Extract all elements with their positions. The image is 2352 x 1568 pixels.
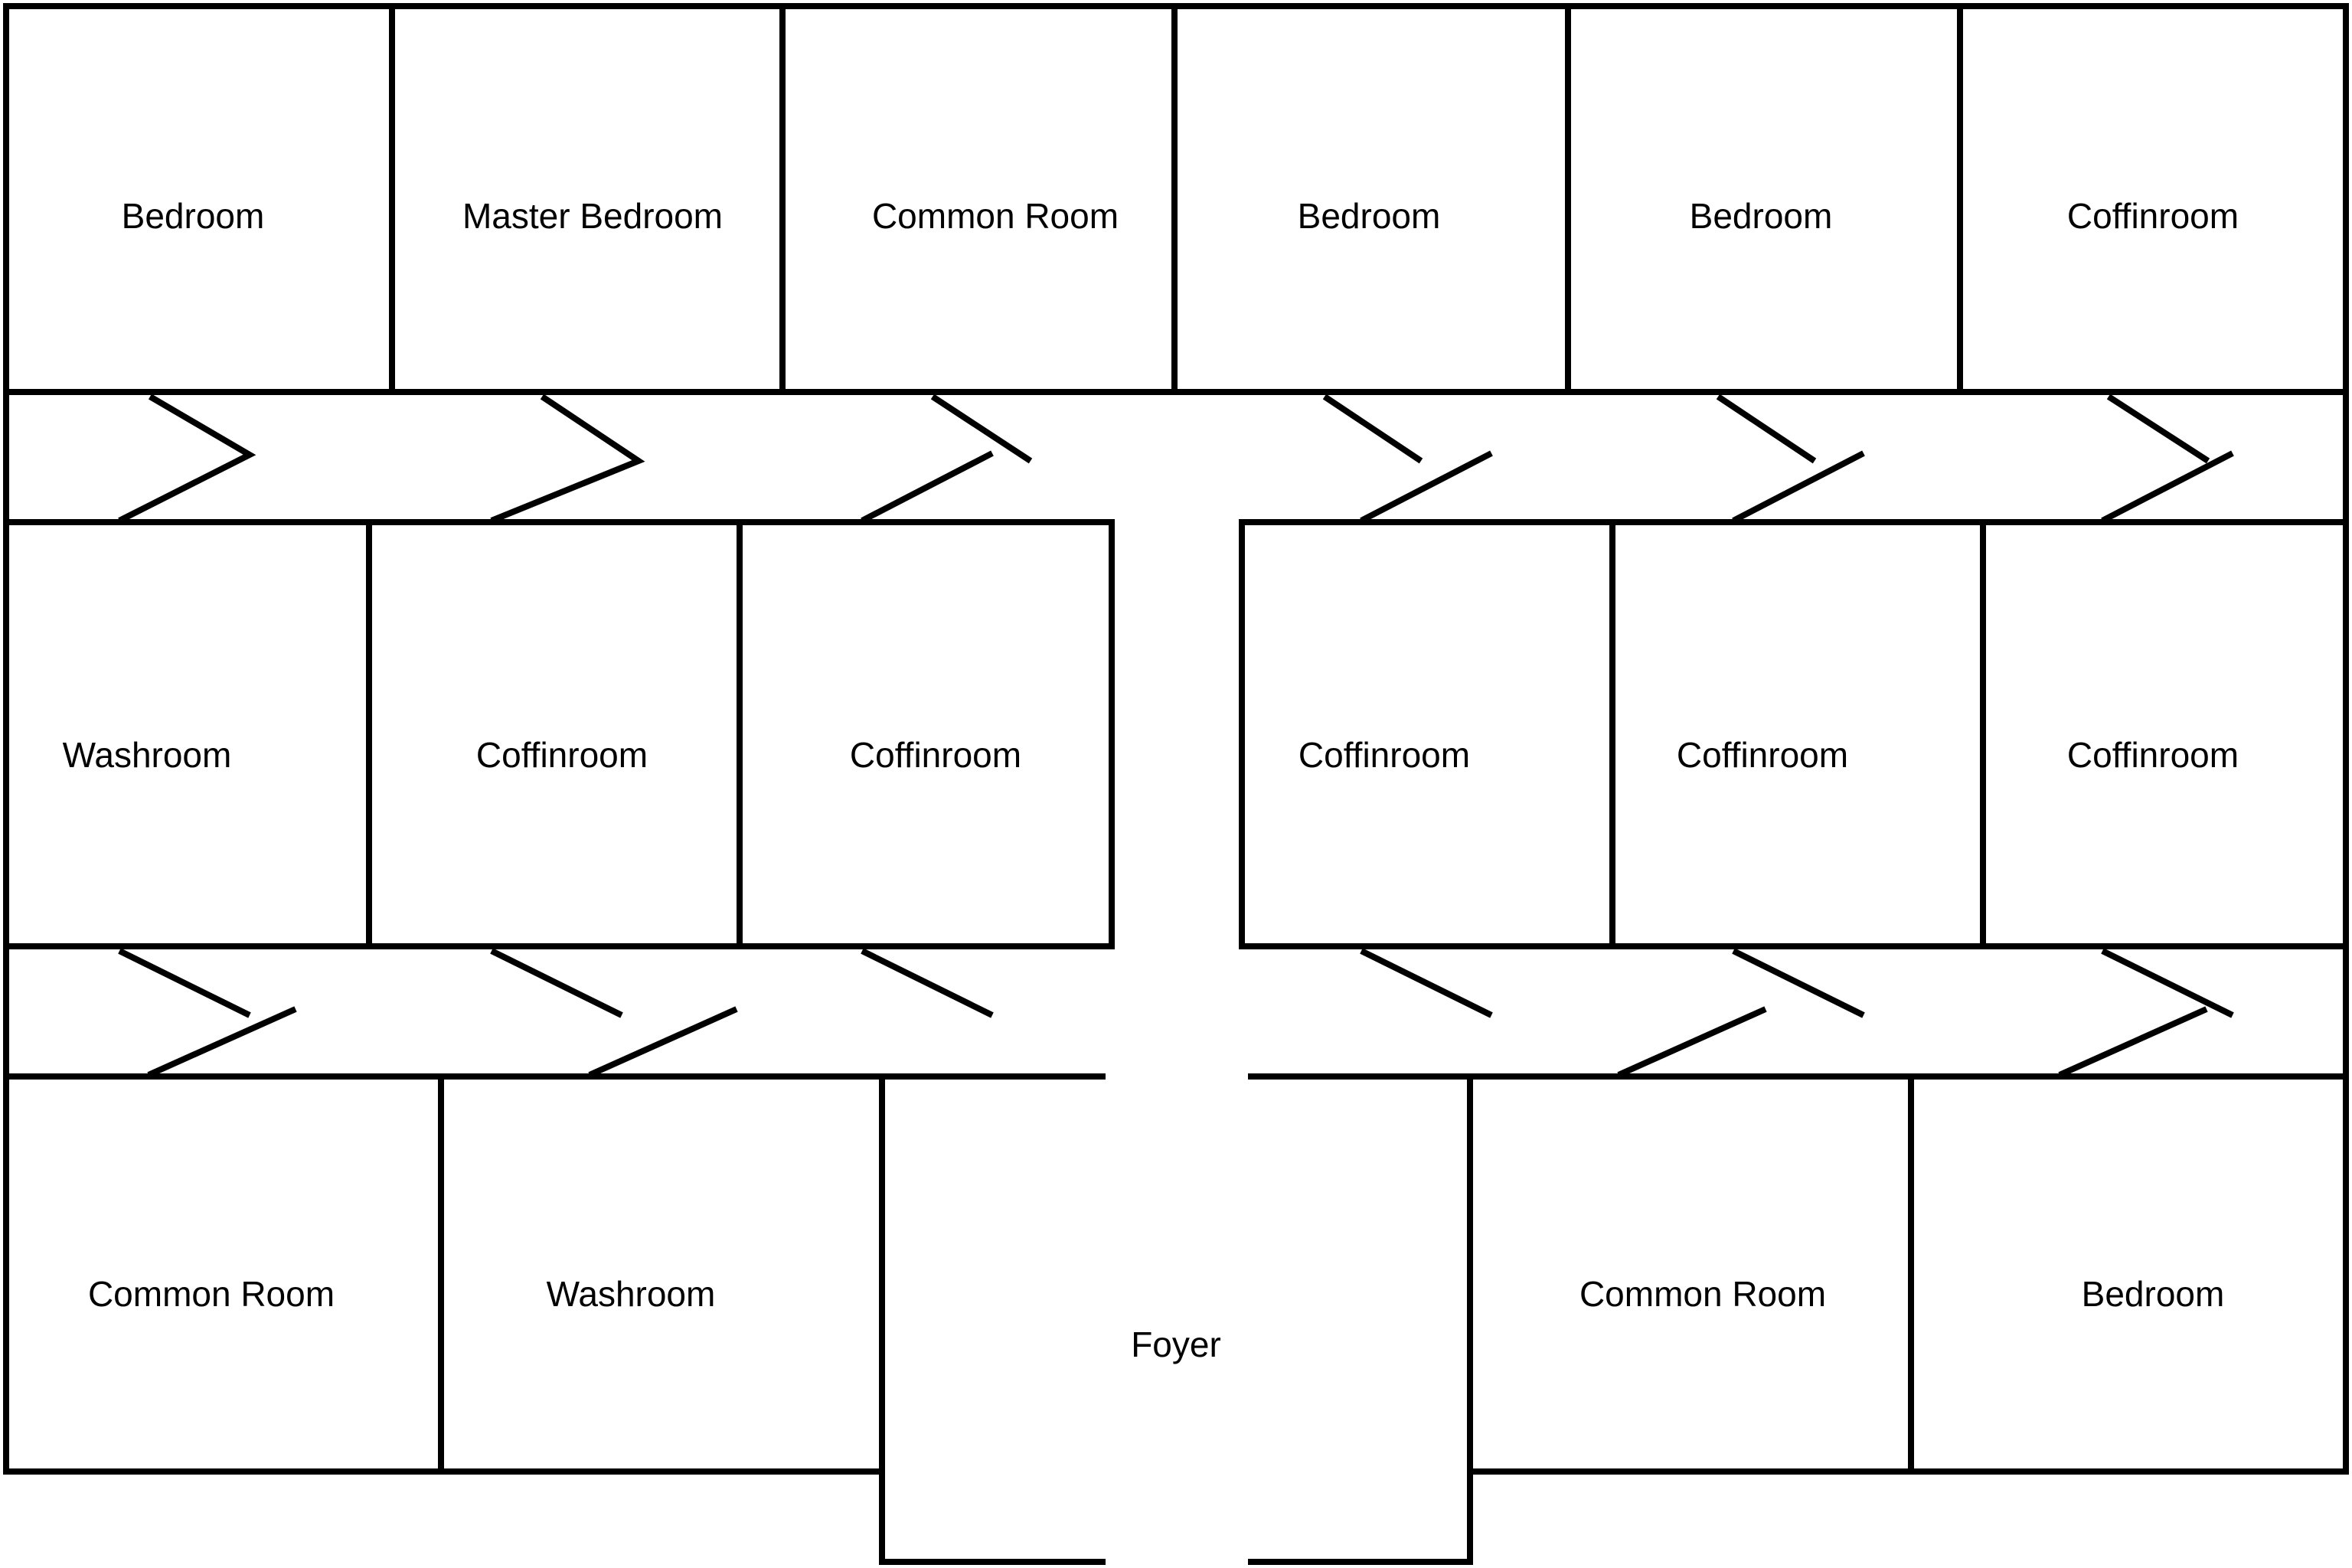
door-icon [861, 450, 994, 524]
door-icon [588, 1006, 738, 1078]
room-label-middle-5: Coffinroom [1677, 735, 1848, 775]
room-label-bottom-1: Common Room [88, 1274, 335, 1314]
door-icon [490, 394, 645, 524]
room-label-middle-1: Washroom [63, 735, 232, 775]
room-label-top-1: Bedroom [122, 196, 265, 236]
door-icon [2101, 450, 2234, 524]
door-icon [861, 948, 994, 1018]
room-label-top-5: Bedroom [1690, 196, 1833, 236]
door-icon [118, 394, 256, 524]
room-label-bottom-2: Washroom [547, 1274, 716, 1314]
walls [3, 3, 2349, 1565]
door-icon [118, 948, 251, 1018]
doors [118, 394, 2234, 1078]
room-label-middle-6: Coffinroom [2067, 735, 2239, 775]
room-label-bottom-5: Bedroom [2082, 1274, 2225, 1314]
door-icon [1716, 394, 1817, 464]
door-icon [490, 948, 623, 1018]
room-labels: Bedroom Master Bedroom Common Room Bedro… [63, 196, 2239, 1364]
room-label-top-3: Common Room [872, 196, 1119, 236]
door-icon [1617, 1006, 1767, 1078]
door-icon [2058, 1006, 2208, 1078]
door-icon [930, 394, 1033, 464]
door-icon [1732, 450, 1865, 524]
room-label-bottom-4: Common Room [1579, 1274, 1826, 1314]
room-label-middle-4: Coffinroom [1298, 735, 1470, 775]
door-icon [1360, 450, 1493, 524]
door-icon [2101, 948, 2234, 1018]
room-label-top-6: Coffinroom [2067, 196, 2239, 236]
door-icon [1322, 394, 1423, 464]
door-icon [1732, 948, 1865, 1018]
door-icon [1360, 948, 1493, 1018]
room-label-middle-3: Coffinroom [850, 735, 1021, 775]
room-label-top-2: Master Bedroom [462, 196, 723, 236]
door-icon [147, 1006, 297, 1078]
room-label-middle-2: Coffinroom [476, 735, 648, 775]
room-label-foyer: Foyer [1131, 1325, 1221, 1364]
room-label-top-4: Bedroom [1298, 196, 1441, 236]
door-icon [2106, 394, 2210, 464]
